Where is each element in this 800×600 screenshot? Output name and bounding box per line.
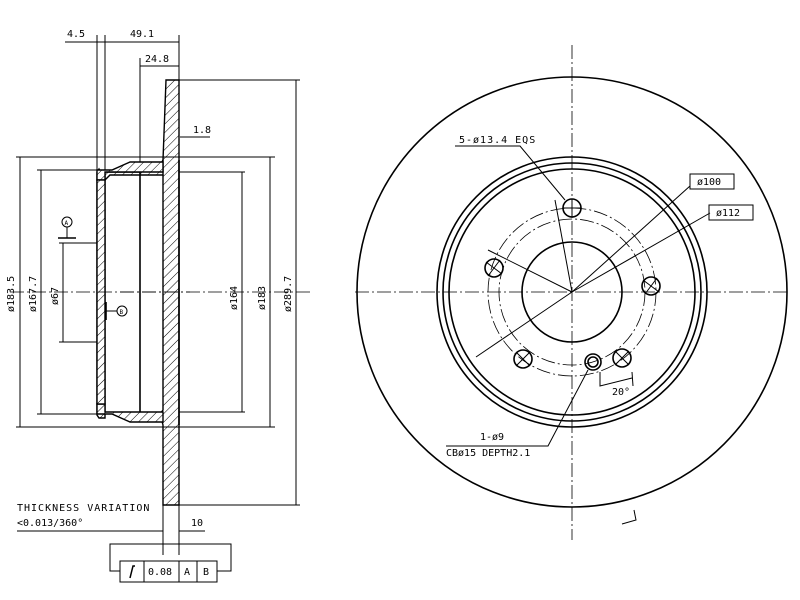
dim-d-center: ø67 <box>50 287 61 305</box>
angle-label: 20° <box>612 387 630 398</box>
datum-a-label: A <box>65 220 69 227</box>
pcd-100-label: ø100 <box>697 177 721 188</box>
section-view: 4.5 49.1 24.8 1.8 ø183.5 ø167.7 ø67 ø164… <box>6 29 310 583</box>
pcd-112-label: ø112 <box>716 208 740 219</box>
dim-offset: 4.5 <box>67 29 85 40</box>
front-view: 5-ø13.4 EQS ø100 ø112 20° 1-ø9 CBø15 DEP… <box>355 45 790 540</box>
bolt-hole-callout: 5-ø13.4 EQS <box>459 135 536 146</box>
dim-thickness: 10 <box>191 518 203 529</box>
counterbore-label: CBø15 DEPTH2.1 <box>446 448 530 459</box>
thickness-variation-value: <0.013/360° <box>17 518 83 529</box>
thickness-variation-label: THICKNESS VARIATION <box>17 503 150 514</box>
dim-d-drum-outer: ø183 <box>257 286 268 310</box>
tolerance-datum-b: B <box>203 567 209 578</box>
dim-d-hat-inner: ø167.7 <box>28 276 39 312</box>
bolt-holes <box>484 198 661 371</box>
dim-hat-inner: 24.8 <box>145 54 169 65</box>
dim-relief: 1.8 <box>193 125 211 136</box>
dim-d-disc: ø289.7 <box>283 276 294 312</box>
tolerance-value: 0.08 <box>148 567 172 578</box>
runout-icon <box>129 565 135 579</box>
hat-section-top <box>96 159 164 419</box>
disc-section <box>159 79 180 506</box>
dim-d-hat-outer: ø183.5 <box>6 276 17 312</box>
datum-b-label: B <box>120 309 124 316</box>
tolerance-frame: 0.08 A B <box>119 560 218 583</box>
dim-d-drum-inner: ø164 <box>229 286 240 310</box>
small-hole-label: 1-ø9 <box>480 432 504 443</box>
tolerance-datum-a: A <box>184 567 190 578</box>
dim-hat-depth: 49.1 <box>130 29 154 40</box>
counterbore-hole <box>584 353 602 371</box>
